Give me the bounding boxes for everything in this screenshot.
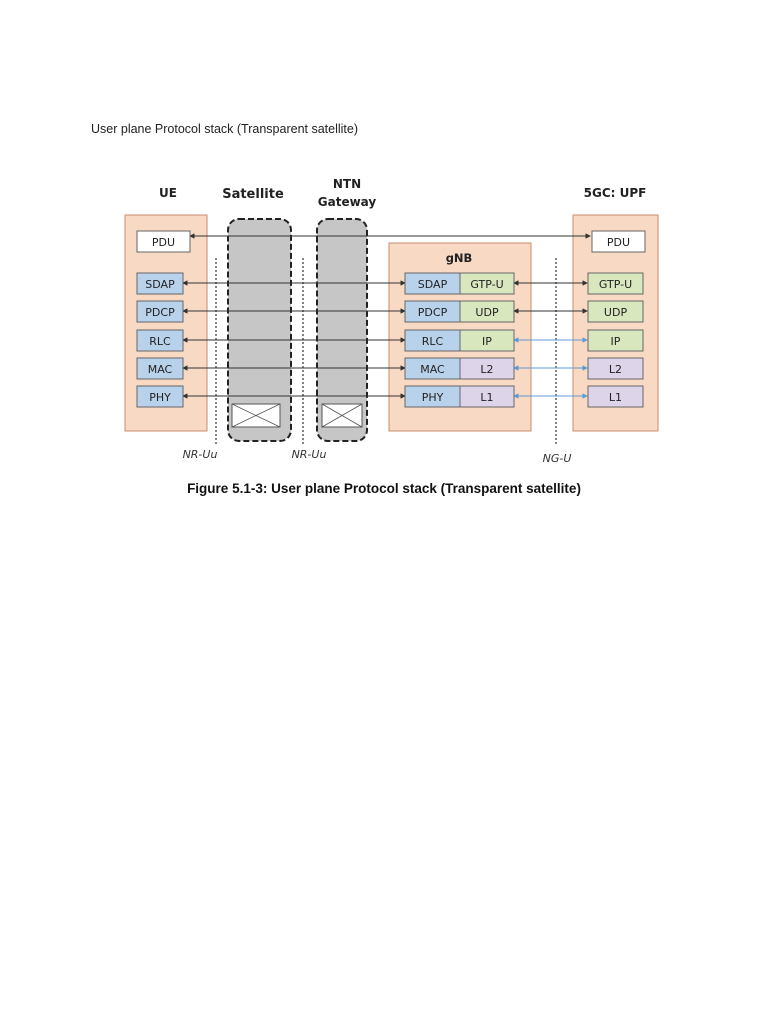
upf-layer-pdu: PDU <box>591 230 646 253</box>
upf-title: 5GC: UPF <box>584 186 647 200</box>
ue-layer-pdcp: PDCP <box>136 300 184 323</box>
gnb-layer-gtpu-label: GTP-U <box>470 278 503 291</box>
gnb-layer-rlc-label: RLC <box>422 335 444 348</box>
ue-layer-pdu-label: PDU <box>152 236 175 249</box>
ue-layer-mac: MAC <box>136 357 184 380</box>
ue-layer-sdap: SDAP <box>136 272 184 295</box>
upf-layer-pdu-label: PDU <box>607 236 630 249</box>
gnb-layer-mac-label: MAC <box>420 363 445 376</box>
upf-layer-l2-label: L2 <box>609 363 622 376</box>
gnb-layer-ip-label: IP <box>482 335 492 348</box>
satellite-relay <box>227 218 292 442</box>
gnb-layer-pdcp: PDCP <box>404 300 461 323</box>
ue-title: UE <box>159 186 177 200</box>
nr-uu-label-2: NR-Uu <box>292 448 327 461</box>
nr-uu-label-1: NR-Uu <box>183 448 218 461</box>
gnb-layer-gtpu: GTP-U <box>459 272 515 295</box>
upf-layer-l1-label: L1 <box>609 391 622 404</box>
ntn-gateway-title-line1: NTN <box>333 177 361 191</box>
gnb-layer-phy: PHY <box>404 385 461 408</box>
upf-layer-ip: IP <box>587 329 644 352</box>
upf-layer-udp-label: UDP <box>604 306 628 319</box>
ue-layer-pdcp-label: PDCP <box>145 306 175 319</box>
upf-layer-l1: L1 <box>587 385 644 408</box>
gnb-layer-ip: IP <box>459 329 515 352</box>
ue-layer-phy: PHY <box>136 385 184 408</box>
gnb-layer-udp-label: UDP <box>475 306 499 319</box>
gnb-layer-phy-label: PHY <box>422 391 444 404</box>
upf-layer-gtpu-label: GTP-U <box>599 278 632 291</box>
upf-layer-gtpu: GTP-U <box>587 272 644 295</box>
gnb-layer-pdcp-label: PDCP <box>418 306 448 319</box>
ue-layer-mac-label: MAC <box>148 363 173 376</box>
ue-layer-phy-label: PHY <box>149 391 171 404</box>
gnb-layer-l2-label: L2 <box>480 363 493 376</box>
satellite-title: Satellite <box>222 187 284 202</box>
upf-layer-l2: L2 <box>587 357 644 380</box>
gnb-layer-rlc: RLC <box>404 329 461 352</box>
gnb-layer-udp: UDP <box>459 300 515 323</box>
gnb-layer-sdap-label: SDAP <box>418 278 448 291</box>
ng-u-label: NG-U <box>543 452 572 465</box>
ue-layer-sdap-label: SDAP <box>145 278 175 291</box>
ntn-gateway-relay <box>316 218 368 442</box>
figure-caption: Figure 5.1-3: User plane Protocol stack … <box>187 481 581 496</box>
upf-layer-ip-label: IP <box>611 335 621 348</box>
ntn-gateway-title-line2: Gateway <box>318 195 377 209</box>
ue-layer-pdu: PDU <box>136 230 191 253</box>
page-heading: User plane Protocol stack (Transparent s… <box>91 122 359 136</box>
gnb-title: gNB <box>446 251 473 265</box>
ue-layer-rlc-label: RLC <box>149 335 171 348</box>
gnb-layer-mac: MAC <box>404 357 461 380</box>
gnb-layer-l1: L1 <box>459 385 515 408</box>
gnb-layer-l2: L2 <box>459 357 515 380</box>
upf-layer-udp: UDP <box>587 300 644 323</box>
ue-layer-rlc: RLC <box>136 329 184 352</box>
gnb-layer-sdap: SDAP <box>404 272 461 295</box>
gnb-layer-l1-label: L1 <box>480 391 493 404</box>
